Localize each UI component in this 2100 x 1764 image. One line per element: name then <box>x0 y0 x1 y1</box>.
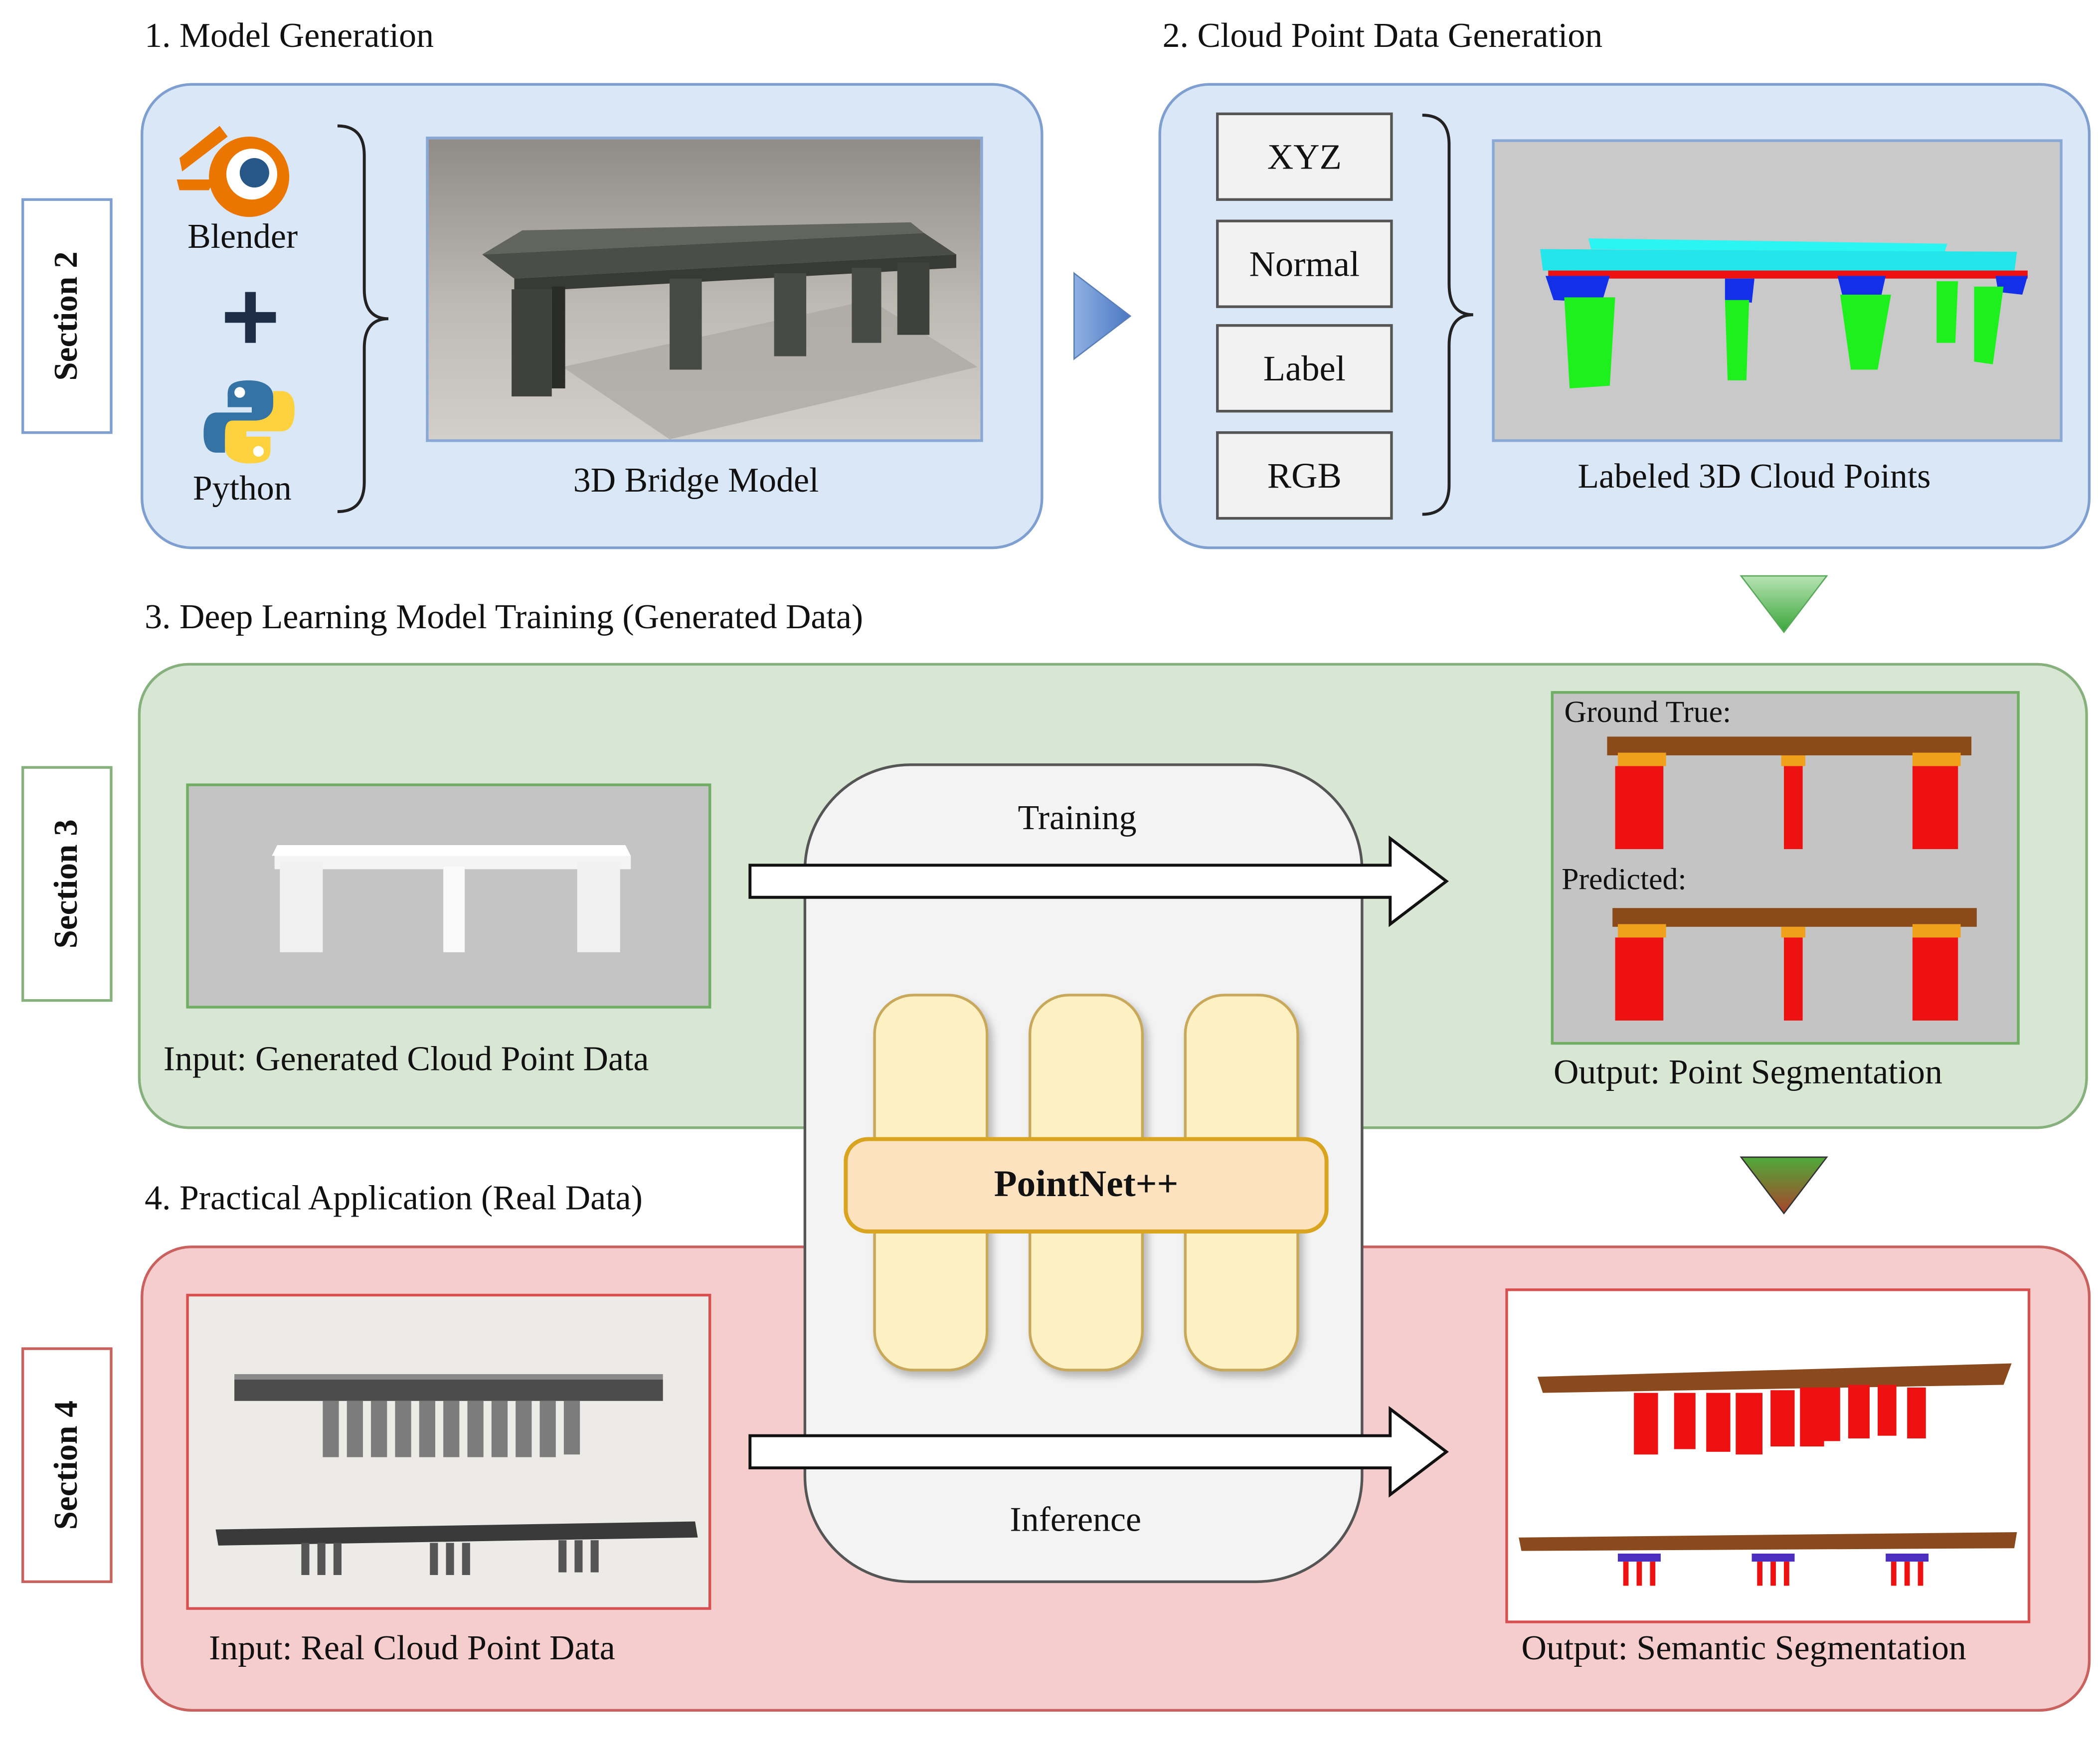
pointnet-box: PointNet++ <box>844 1137 1329 1234</box>
bridge-model-caption: 3D Bridge Model <box>573 461 819 500</box>
segmentation-output-caption: Output: Point Segmentation <box>1553 1053 1942 1092</box>
brace-step2 <box>1419 113 1478 517</box>
feature-box-rgb: RGB <box>1216 431 1393 520</box>
segmentation-output-image <box>1551 691 2020 1045</box>
pointnet-label: PointNet++ <box>994 1164 1179 1206</box>
python-label: Python <box>192 469 292 508</box>
bridge-model-render <box>426 136 983 442</box>
training-label: Training <box>1018 798 1137 837</box>
training-arrow-icon <box>745 833 1455 929</box>
inference-label: Inference <box>1010 1500 1142 1539</box>
section-2-label: Section 2 <box>21 198 113 434</box>
predicted-label: Predicted: <box>1562 862 1687 896</box>
step1-title: 1. Model Generation <box>145 16 434 55</box>
blender-label: Blender <box>187 217 298 256</box>
brace-step1 <box>335 123 394 514</box>
step3-title: 3. Deep Learning Model Training (Generat… <box>145 597 864 636</box>
ground-true-label: Ground True: <box>1564 695 1732 729</box>
semantic-output-caption: Output: Semantic Segmentation <box>1521 1628 1966 1668</box>
inference-arrow-icon <box>745 1404 1455 1500</box>
flow-arrow-down-green-icon <box>1739 573 1830 635</box>
feature-box-normal: Normal <box>1216 219 1393 308</box>
real-input-caption: Input: Real Cloud Point Data <box>209 1628 615 1668</box>
step4-title: 4. Practical Application (Real Data) <box>145 1178 643 1218</box>
plus-icon <box>222 289 279 346</box>
section-3-label: Section 3 <box>21 766 113 1002</box>
step2-title: 2. Cloud Point Data Generation <box>1162 16 1603 55</box>
python-logo-icon <box>203 378 295 466</box>
feature-box-xyz: XYZ <box>1216 112 1393 201</box>
labeled-cloud-points-image <box>1492 139 2063 442</box>
feature-box-label: Label <box>1216 324 1393 413</box>
generated-input-caption: Input: Generated Cloud Point Data <box>163 1039 649 1078</box>
flow-arrow-down-green-red-icon <box>1739 1155 1830 1217</box>
real-cloud-point-image <box>186 1293 711 1610</box>
labeled-cloud-points-caption: Labeled 3D Cloud Points <box>1577 456 1931 496</box>
blender-logo-icon <box>174 118 297 219</box>
flow-arrow-right-icon <box>1071 271 1133 362</box>
section-4-label: Section 4 <box>21 1347 113 1584</box>
generated-cloud-point-image <box>186 783 711 1009</box>
semantic-segmentation-image <box>1505 1288 2031 1623</box>
